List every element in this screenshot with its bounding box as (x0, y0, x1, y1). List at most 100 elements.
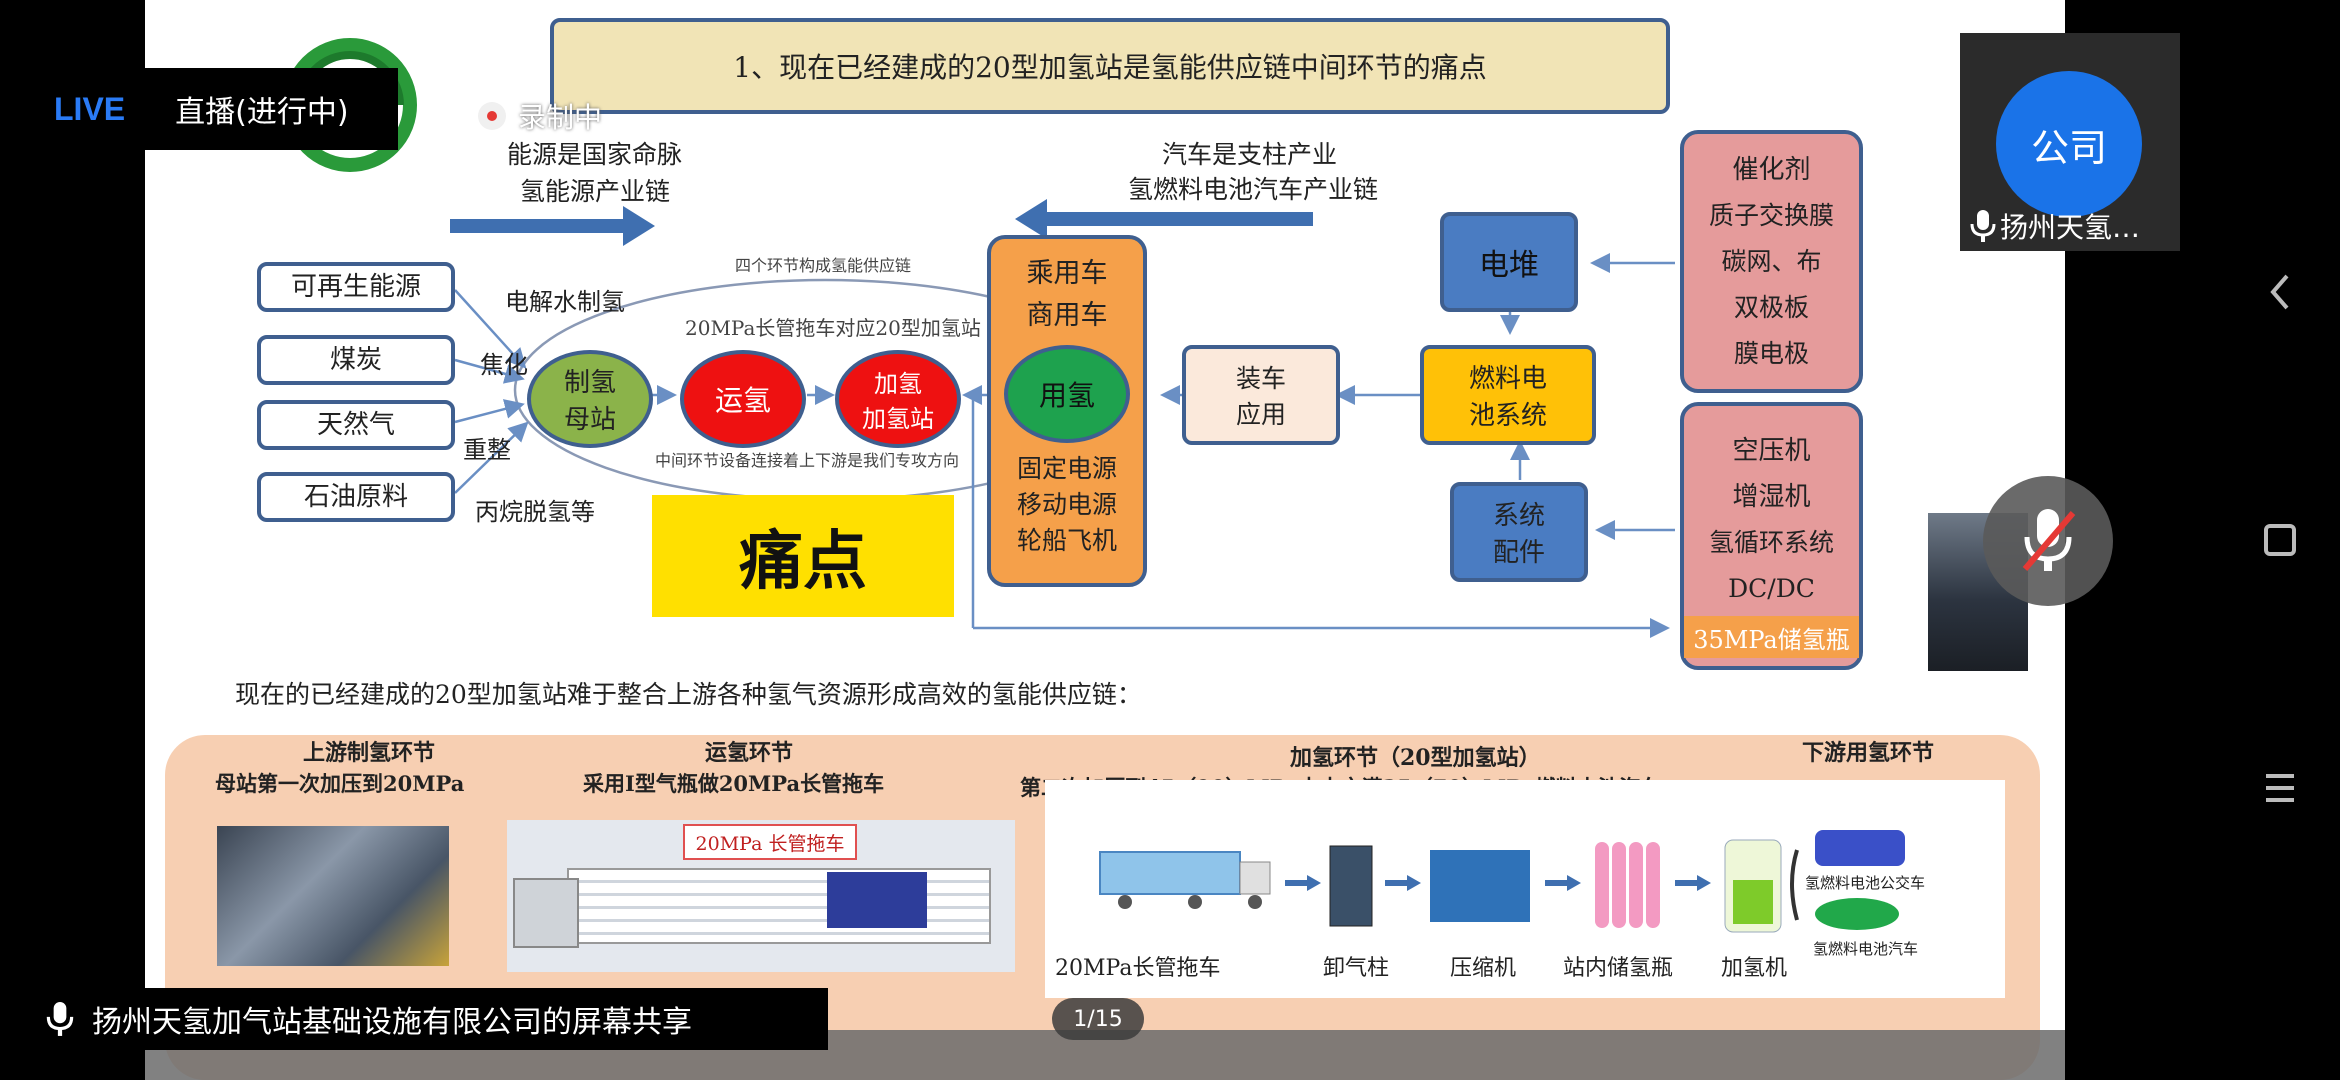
bop-humidifier: 增湿机 (1732, 482, 1811, 512)
fuel-cell-stack-box: 电堆 (1440, 212, 1578, 312)
flow-unloading-post-icon (1329, 845, 1373, 927)
trailer-label: 20MPa 长管拖车 (695, 832, 845, 855)
participant-avatar: 公司 (1996, 71, 2142, 217)
participant-avatar-text: 公司 (2030, 125, 2107, 170)
participant-name: 扬州天氢… (2000, 211, 2141, 244)
record-icon (478, 102, 506, 130)
live-badge: LIVE (54, 90, 126, 127)
vehicle-commercial: 商用车 (1026, 300, 1108, 331)
nav-home-button[interactable] (2250, 510, 2310, 570)
flow-label-compressor: 压缩机 (1450, 956, 1517, 981)
live-indicator[interactable]: LIVE 直播(进行中) (30, 68, 398, 150)
accessories-line2: 配件 (1492, 538, 1545, 568)
apply-line2: 应用 (1235, 400, 1286, 429)
flow-car-label: 氢燃料电池汽车 (1813, 940, 1919, 958)
source-petroleum: 石油原料 (257, 472, 455, 522)
comp-bipolar: 双极板 (1733, 292, 1809, 322)
flow-car-icon (1815, 898, 1899, 930)
energy-chain-title-1: 能源是国家命脉 (507, 140, 683, 169)
trailer-cab (513, 878, 579, 948)
mic-off-button[interactable] (1983, 476, 2113, 606)
slide-title-banner: 1、现在已经建成的20型加氢站是氢能供应链中间环节的痛点 (550, 18, 1670, 114)
use-ships-planes: 轮船飞机 (1016, 526, 1117, 555)
node-use-label: 用氢 (1038, 379, 1095, 412)
upstream-desc: 母站第一次加压到20MPa (215, 771, 465, 796)
method-propane: 丙烷脱氢等 (475, 498, 595, 526)
vehicle-passenger: 乘用车 (1026, 258, 1108, 289)
recording-indicator: 录制中 (478, 98, 602, 134)
ring-label-mid: 20MPa长管拖车对应20型加氢站 (685, 316, 981, 340)
shared-slide: 1、现在已经建成的20型加氢站是氢能供应链中间环节的痛点 能源是国家命脉 氢能源… (145, 0, 2065, 1080)
diagram-arrows (450, 199, 1995, 638)
use-mobile-power: 移动电源 (1016, 490, 1117, 519)
flow-label-trailer: 20MPa长管拖车 (1055, 956, 1221, 981)
fc-system-line2: 池系统 (1468, 401, 1547, 431)
flow-storage-cylinders-icon (1595, 842, 1660, 928)
bop-recirculation: 氢循环系统 (1708, 528, 1834, 557)
recents-icon (2266, 774, 2294, 802)
apply-line1: 装车 (1235, 364, 1286, 393)
node-production-line1: 制氢 (563, 368, 616, 398)
screen-share-banner: 扬州天氢加气站基础设施有限公司的屏幕共享 (30, 988, 828, 1050)
page-indicator-text: 1/15 (1073, 1006, 1123, 1032)
flow-bus-label: 氢燃料电池公交车 (1805, 874, 1926, 892)
flow-label-storage: 站内储氢瓶 (1563, 956, 1674, 981)
source-natural-gas: 天然气 (257, 400, 455, 450)
bop-dcdc: DC/DC (1728, 574, 1815, 603)
comp-mea: 膜电极 (1733, 338, 1809, 368)
trailer-label-box: 20MPa 长管拖车 (683, 824, 857, 860)
fuel-cell-system-box: 燃料电 池系统 (1420, 345, 1596, 445)
page-indicator: 1/15 (1052, 998, 1144, 1040)
recording-label: 录制中 (518, 101, 603, 134)
flow-bus-icon (1815, 830, 1905, 866)
flow-dispenser-icon (1724, 839, 1782, 933)
node-station-line1: 加氢 (874, 370, 922, 398)
transport-desc: 采用Ⅰ型气瓶做20MPa长管拖车 (583, 771, 885, 796)
nav-back-button[interactable] (2250, 262, 2310, 322)
mic-icon (1970, 210, 1996, 242)
use-fixed-power: 固定电源 (1016, 454, 1117, 483)
node-production-line2: 母站 (563, 405, 616, 435)
live-status: 直播(进行中) (175, 95, 349, 130)
stack-label: 电堆 (1479, 248, 1539, 283)
transport-title: 运氢环节 (705, 740, 794, 766)
stack-components-box: 催化剂 质子交换膜 碳网、布 双极板 膜电极 (1680, 130, 1863, 393)
downstream-title: 下游用氢环节 (1802, 740, 1935, 766)
flow-compressor-icon (1430, 850, 1530, 922)
energy-chain-title-2: 氢能源产业链 (520, 177, 671, 206)
trailer-body (567, 868, 991, 944)
participant-name-bar: 扬州天氢… (1960, 201, 2180, 251)
compressor-photo (217, 826, 449, 966)
back-icon (2270, 274, 2289, 310)
node-transport-label: 运氢 (714, 384, 771, 417)
upstream-title: 上游制氢环节 (303, 740, 436, 766)
vehicle-chain-title-1: 汽车是支柱产业 (1162, 140, 1338, 169)
flow-label-dispenser: 加氢机 (1721, 956, 1788, 981)
tank-label: 35MPa储氢瓶 (1693, 625, 1850, 654)
node-station-line2: 加氢站 (862, 405, 934, 433)
method-coking: 焦化 (480, 351, 528, 379)
flow-trailer-icon (1099, 851, 1271, 909)
tube-trailer-photo: 20MPa 长管拖车 (507, 820, 1015, 972)
tank-35mpa: 35MPa储氢瓶 (1684, 616, 1859, 658)
pain-point-block: 痛点 (652, 495, 954, 617)
bop-components-box: 空压机 增湿机 氢循环系统 DC/DC 35MPa储氢瓶 (1680, 402, 1863, 670)
comp-catalyst: 催化剂 (1732, 154, 1811, 185)
nav-recents-button[interactable] (2250, 758, 2310, 818)
pain-point-label: 痛点 (739, 525, 867, 599)
station-title: 加氢环节（20型加氢站） (1290, 745, 1541, 771)
station-flow-panel: 氢燃料电池公交车 氢燃料电池汽车 20MPa长管拖车 卸气柱 压缩机 站内储氢瓶… (1045, 780, 2005, 998)
node-hydrogen-use: 用氢 (1004, 345, 1130, 443)
node-hydrogen-production: 制氢 母站 (527, 350, 653, 448)
participant-tile[interactable]: 公司 扬州天氢… (1960, 33, 2180, 251)
vehicles-box: 乘用车 商用车 用氢 固定电源 移动电源 轮船飞机 (987, 235, 1147, 587)
home-icon (2264, 524, 2296, 556)
system-accessories-box: 系统 配件 (1450, 482, 1588, 582)
source-renewable: 可再生能源 (257, 262, 455, 312)
method-reforming: 重整 (463, 436, 511, 464)
source-coal: 煤炭 (257, 335, 455, 385)
slide-title: 1、现在已经建成的20型加氢站是氢能供应链中间环节的痛点 (733, 51, 1487, 84)
flow-label-unloading: 卸气柱 (1323, 956, 1390, 981)
comp-carbon: 碳网、布 (1721, 246, 1822, 276)
method-electrolysis: 电解水制氢 (505, 288, 625, 316)
